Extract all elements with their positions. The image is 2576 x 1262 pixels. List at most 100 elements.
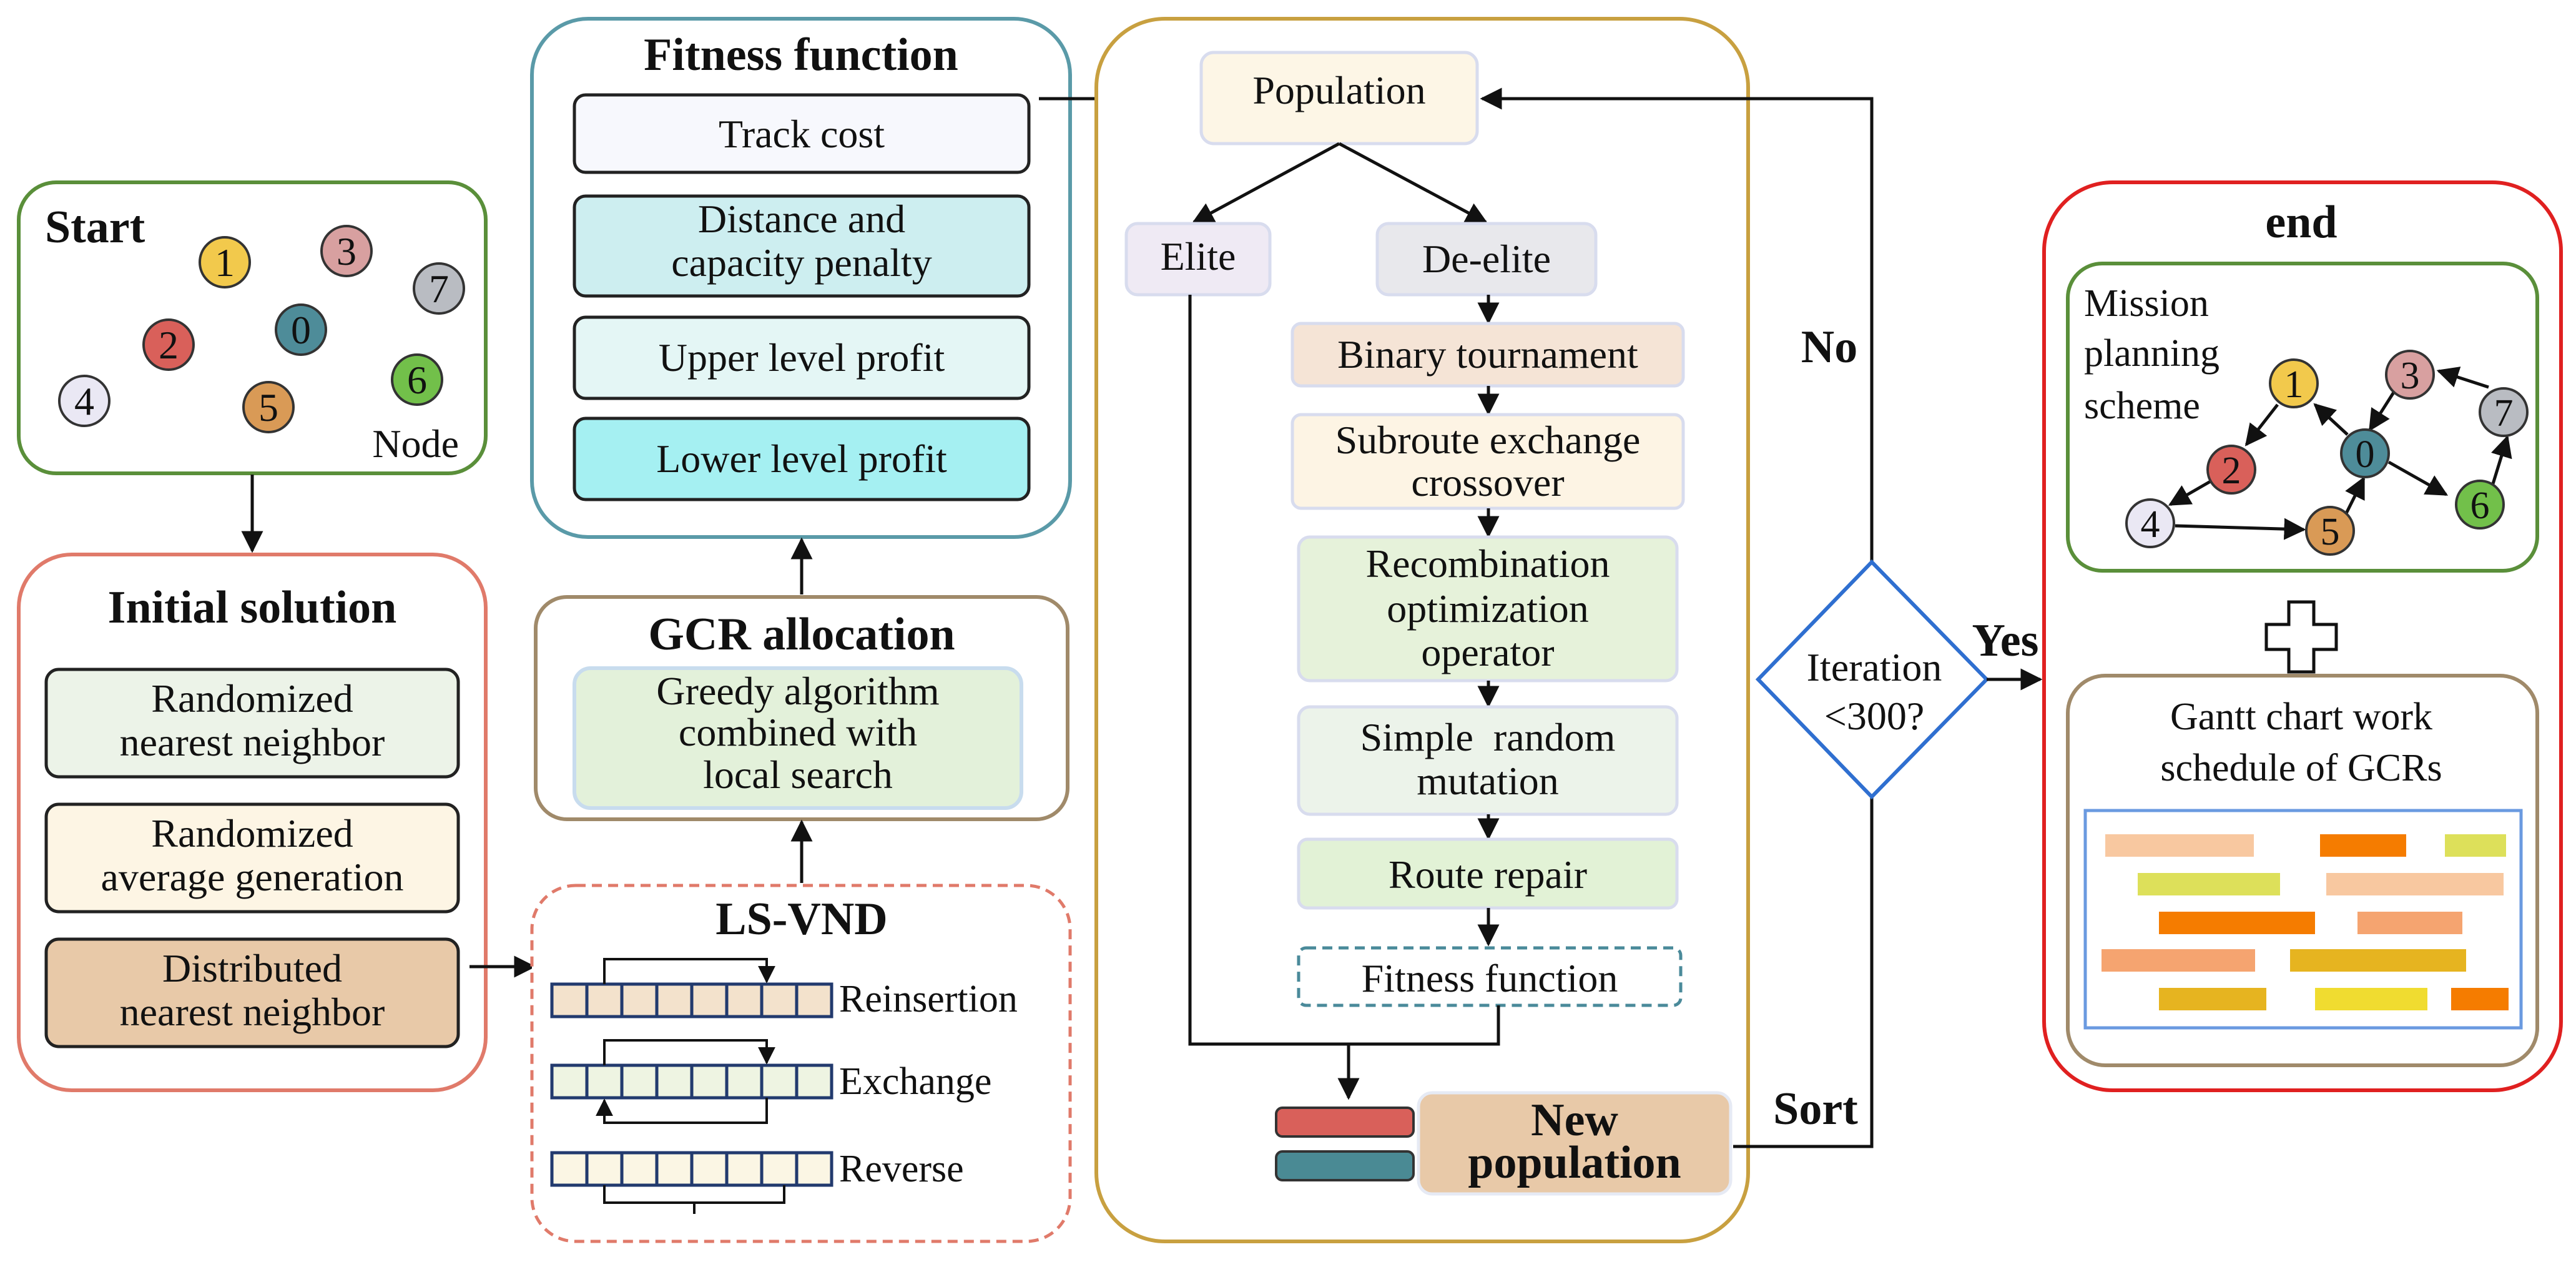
crossover-line1: Subroute exchange [1335, 418, 1641, 462]
node-circle [275, 303, 327, 356]
fitness-item-box [573, 93, 1031, 174]
node-label: 7 [429, 267, 449, 311]
node-label: 2 [2222, 450, 2241, 492]
gantt-bar [2105, 834, 2254, 857]
gantt-bar [2159, 912, 2315, 934]
exchange-label: Exchange [839, 1060, 991, 1103]
merge-connector [1188, 295, 1500, 1046]
array-cell [690, 982, 729, 1018]
mission-node-1: 1 [2269, 358, 2319, 408]
method-line2: nearest neighbor [120, 990, 385, 1034]
start-node-3: 3 [320, 225, 373, 277]
reinsertion-link [603, 958, 775, 984]
fitness-item-label: Track cost [719, 112, 885, 156]
gcr-method-line2: combined with [679, 710, 917, 754]
start-node-4: 4 [58, 375, 111, 427]
array-cell [795, 982, 833, 1018]
merged-bar-red [1275, 1107, 1415, 1138]
fitness-lower-profit: Lower level profit [573, 417, 1031, 501]
node-label: 1 [215, 240, 235, 285]
gcr-method-box [573, 666, 1023, 810]
decision-diamond [1755, 559, 1990, 800]
gantt-bar [2315, 988, 2427, 1010]
array-cell [760, 1151, 799, 1187]
method-box [44, 937, 460, 1048]
array-cell [795, 1063, 833, 1100]
array-cell [550, 1063, 589, 1100]
method-line1: Randomized [151, 676, 353, 721]
mission-node-3: 3 [2385, 350, 2435, 400]
start-node-5: 5 [242, 381, 295, 433]
mission-node-2: 2 [2206, 445, 2256, 495]
crossover-line2: crossover [1411, 460, 1564, 505]
gantt-bar [2290, 949, 2466, 972]
fitness-item-box [573, 315, 1031, 400]
plus-icon [2264, 600, 2338, 674]
mutation-line1: Simple random [1360, 715, 1616, 759]
array-cell [550, 982, 589, 1018]
reinsertion-array [550, 982, 833, 1018]
node-label: 0 [291, 308, 311, 352]
new-population-line1: New [1531, 1095, 1618, 1146]
array-cell [585, 1151, 624, 1187]
recombination-line2: optimization [1387, 586, 1589, 631]
fitness-item-label: Lower level profit [656, 436, 947, 481]
method-line2: nearest neighbor [120, 720, 385, 764]
mission-node-5: 5 [2305, 506, 2355, 556]
no-feedback-arrow [1480, 87, 1874, 562]
fitness-item-label: Upper level profit [659, 335, 945, 380]
node-circle [2305, 506, 2355, 556]
node-circle [2340, 428, 2390, 478]
array-cell [760, 1063, 799, 1100]
node-circle [2125, 498, 2175, 548]
merged-bar-teal [1275, 1150, 1415, 1181]
array-cell [620, 1151, 659, 1187]
mission-line1: Mission [2084, 282, 2209, 325]
node-circle [142, 318, 195, 371]
array-cell [655, 1151, 694, 1187]
route-repair-label: Route repair [1389, 852, 1587, 897]
ls-vnd-panel: LS-VND Reinsertion Exchange [530, 884, 1072, 1243]
arrow-population-to-deelite [1338, 142, 1488, 224]
node-circle [320, 225, 373, 277]
elite-label: Elite [1161, 234, 1236, 279]
array-cell [550, 1151, 589, 1187]
mission-node-4: 4 [2125, 498, 2175, 548]
no-label: No [1801, 322, 1857, 373]
new-population-line2: population [1468, 1137, 1681, 1188]
node-label: 0 [2356, 433, 2375, 476]
route-edges [2168, 367, 2512, 540]
method-line1: Distributed [162, 946, 342, 990]
node-circle [413, 262, 465, 315]
gantt-bar [2138, 873, 2280, 895]
gantt-bar [2102, 949, 2255, 972]
end-panel: end Mission planning scheme 1 3 7 0 2 6 … [2042, 180, 2563, 1092]
edge-6-7 [2490, 435, 2512, 486]
edge-0-1 [2313, 403, 2349, 436]
gantt-bar [2159, 988, 2266, 1010]
decision-line2: <300? [1824, 694, 1925, 738]
edge-3-0 [2368, 387, 2398, 431]
gantt-line2: schedule of GCRs [2160, 747, 2442, 789]
edge-1-2 [2244, 403, 2279, 446]
genetic-loop-panel: Population Elite De-elite Binary tournam… [1094, 17, 1750, 1243]
sort-label: Sort [1773, 1083, 1858, 1135]
array-cell [655, 1063, 694, 1100]
node-label: 2 [159, 323, 179, 367]
gcr-method-line3: local search [703, 752, 893, 797]
fitness-distance-capacity: Distance and capacity penalty [573, 194, 1031, 298]
fitness-step-box [1297, 946, 1683, 1007]
fitness-track-cost: Track cost [573, 93, 1031, 174]
node-circle [2206, 445, 2256, 495]
node-circle [58, 375, 111, 427]
start-node-0: 0 [275, 303, 327, 356]
array-cell [690, 1151, 729, 1187]
array-cell [795, 1151, 833, 1187]
recombination-line3: operator [1421, 630, 1554, 674]
new-population-box [1417, 1091, 1733, 1196]
node-label: 7 [2494, 392, 2514, 435]
initial-solution-title: Initial solution [108, 582, 397, 633]
gantt-bar [2357, 912, 2462, 934]
